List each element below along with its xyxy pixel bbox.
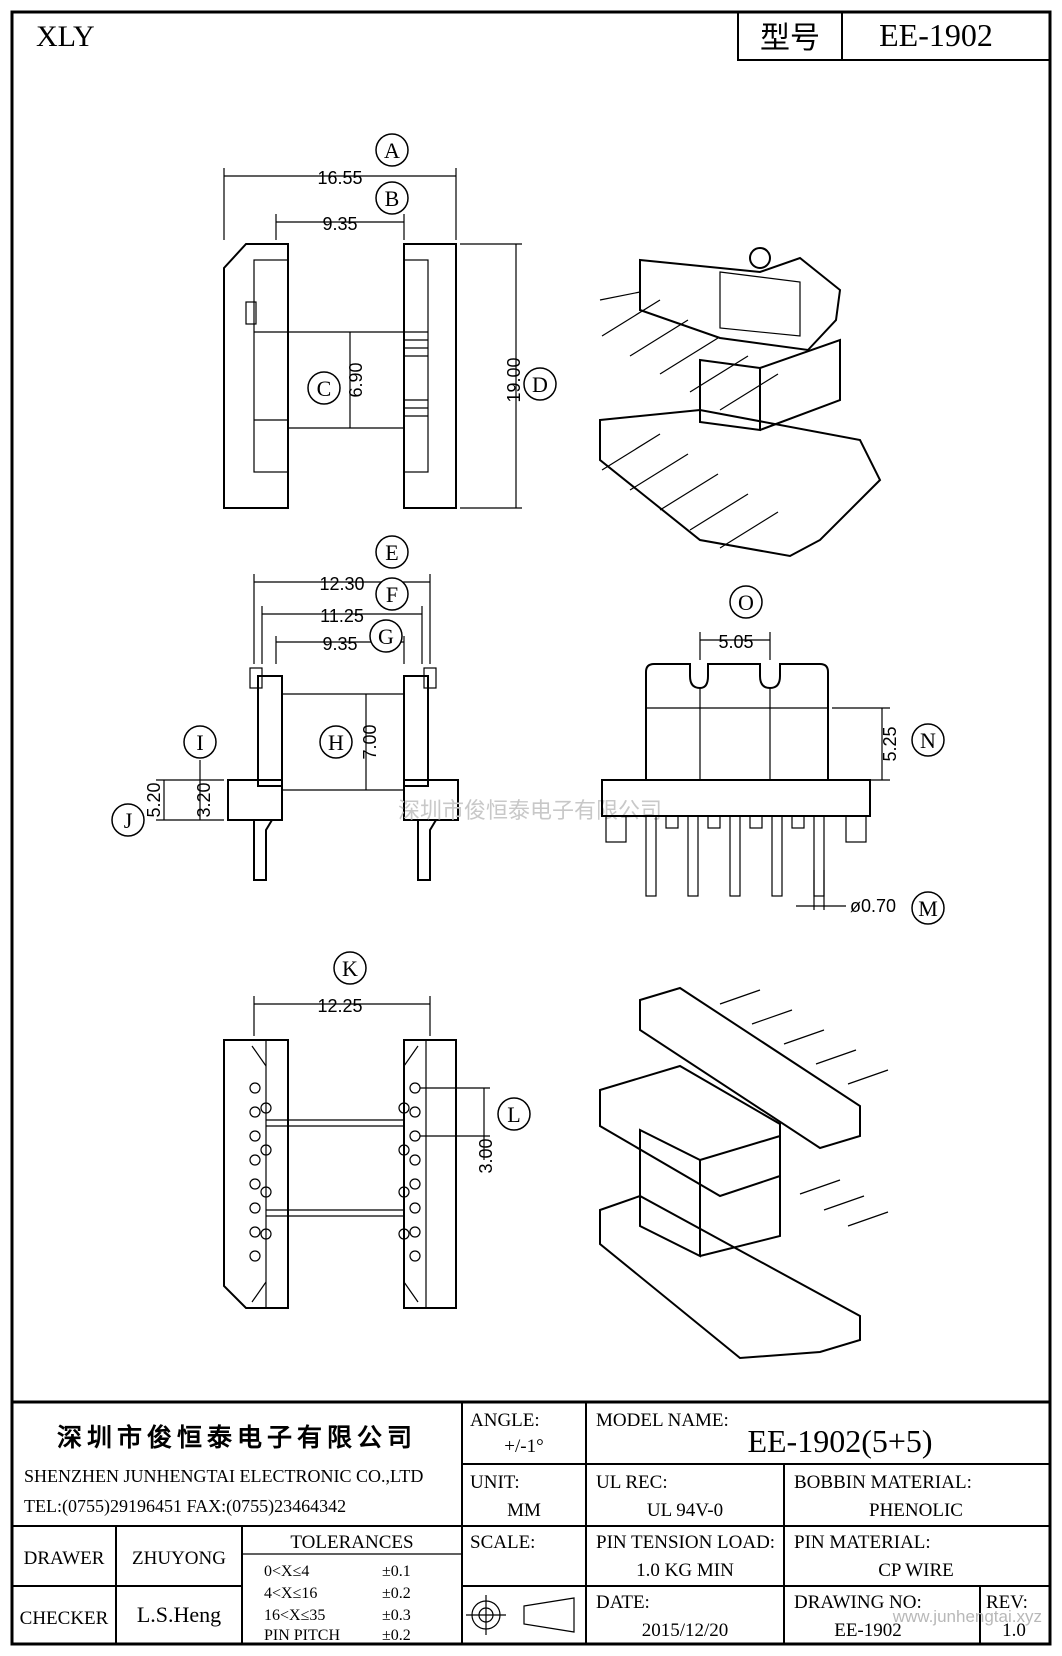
tolerance-range: 4<X≤16 [264, 1585, 317, 1602]
dim-L-value: 3.00 [476, 1138, 496, 1173]
dim-A-value: 16.55 [317, 168, 362, 188]
pin-material-label: PIN MATERIAL: [794, 1532, 931, 1553]
dim-L-label: L [507, 1102, 520, 1127]
pin-tension-value: 1.0 KG MIN [636, 1560, 734, 1581]
model-name-label: MODEL NAME: [596, 1410, 729, 1431]
bobbin-material-value: PHENOLIC [869, 1500, 963, 1521]
dim-F-label: F [386, 582, 398, 607]
dim-E-value: 12.30 [319, 574, 364, 594]
dim-C-value: 6.90 [346, 362, 366, 397]
dim-C-label: C [317, 376, 332, 401]
tolerance-value: ±0.2 [382, 1627, 411, 1644]
company-name-en: SHENZHEN JUNHENGTAI ELECTRONIC CO.,LTD [24, 1466, 423, 1486]
drawer-value: ZHUYONG [132, 1548, 226, 1569]
dim-G-label: G [378, 624, 394, 649]
dim-N-label: N [920, 728, 936, 753]
dim-I-label: I [196, 730, 203, 755]
date-value: 2015/12/20 [642, 1620, 729, 1641]
dim-J-value: 5.20 [144, 782, 164, 817]
pin-material-value: CP WIRE [878, 1560, 953, 1581]
bobbin-material-label: BOBBIN MATERIAL: [794, 1472, 972, 1493]
rev-label: REV: [986, 1592, 1028, 1613]
bottom-view: K 12.25 3.00 L [223, 951, 531, 1309]
dim-K-label: K [342, 956, 358, 981]
dim-O-value: 5.05 [718, 632, 753, 652]
tolerance-value: ±0.3 [382, 1607, 411, 1624]
scale-label: SCALE: [470, 1532, 535, 1553]
checker-value: L.S.Heng [137, 1602, 221, 1627]
dim-G-value: 9.35 [322, 634, 357, 654]
top-view: 16.55 A 9.35 B 6.90 C 19.00 D [223, 133, 557, 509]
tolerance-range: PIN PITCH [264, 1627, 340, 1644]
dim-H-value: 7.00 [360, 724, 380, 759]
dim-J-label: J [124, 808, 133, 833]
dim-E-label: E [385, 540, 398, 565]
drawer-label: DRAWER [24, 1548, 105, 1569]
dim-D-label: D [532, 372, 548, 397]
dim-B-label: B [385, 186, 400, 211]
model-name-value: EE-1902(5+5) [747, 1423, 932, 1459]
model-header-value: EE-1902 [879, 17, 993, 53]
tolerances-table: 0<X≤4 ±0.1 4<X≤16 ±0.2 16<X≤35 ±0.3 PIN … [264, 1563, 411, 1644]
dim-K-value: 12.25 [317, 996, 362, 1016]
sheet-border [10, 10, 1052, 1646]
model-header-label: 型号 [760, 21, 820, 56]
pin-tension-label: PIN TENSION LOAD: [596, 1532, 775, 1553]
dim-H-label: H [328, 730, 344, 755]
dim-M-label: M [918, 896, 938, 921]
model-header-box [737, 11, 1051, 61]
tolerance-range: 0<X≤4 [264, 1563, 309, 1580]
front-view: 12.30 E 11.25 F 9.35 G 7.00 H 3.20 I 5.2… [111, 535, 459, 881]
tolerance-value: ±0.1 [382, 1563, 411, 1580]
tolerance-range: 16<X≤35 [264, 1607, 325, 1624]
rev-value: 1.0 [1002, 1620, 1026, 1641]
dim-O-label: O [738, 590, 754, 615]
dim-I-value: 3.20 [194, 782, 214, 817]
dim-M-value: ø0.70 [850, 896, 896, 916]
projection-symbol [466, 1595, 575, 1635]
company-name-cn: 深圳市俊恒泰电子有限公司 [57, 1423, 417, 1452]
iso-view-top [599, 247, 882, 558]
iso-view-bottom [599, 986, 889, 1360]
brand-text: XLY [36, 20, 95, 53]
drawing-no-label: DRAWING NO: [794, 1592, 922, 1613]
checker-label: CHECKER [20, 1608, 109, 1629]
unit-label: UNIT: [470, 1472, 520, 1493]
angle-label: ANGLE: [470, 1410, 540, 1431]
company-contact: TEL:(0755)29196451 FAX:(0755)23464342 [24, 1496, 346, 1517]
ul-rec-value: UL 94V-0 [647, 1500, 723, 1521]
tolerances-title: TOLERANCES [290, 1532, 413, 1553]
ul-rec-label: UL REC: [596, 1472, 668, 1493]
dim-A-label: A [384, 138, 400, 163]
title-block: 深圳市俊恒泰电子有限公司 SHENZHEN JUNHENGTAI ELECTRO… [12, 1400, 1050, 1644]
dim-D-value: 19.00 [504, 357, 524, 402]
dim-F-value: 11.25 [320, 606, 364, 626]
side-view: O 5.05 5.25 N ø0.70 M [601, 585, 945, 925]
date-label: DATE: [596, 1592, 650, 1613]
drawing-no-value: EE-1902 [834, 1620, 902, 1641]
unit-value: MM [507, 1500, 541, 1521]
dim-N-value: 5.25 [880, 726, 900, 761]
dim-B-value: 9.35 [322, 214, 357, 234]
footer-url: www.junhengtai.xyz [892, 1607, 1042, 1626]
angle-value: +/-1° [504, 1436, 543, 1457]
watermark-text: 深圳市俊恒泰电子有限公司 [398, 799, 662, 824]
tolerance-value: ±0.2 [382, 1585, 411, 1602]
